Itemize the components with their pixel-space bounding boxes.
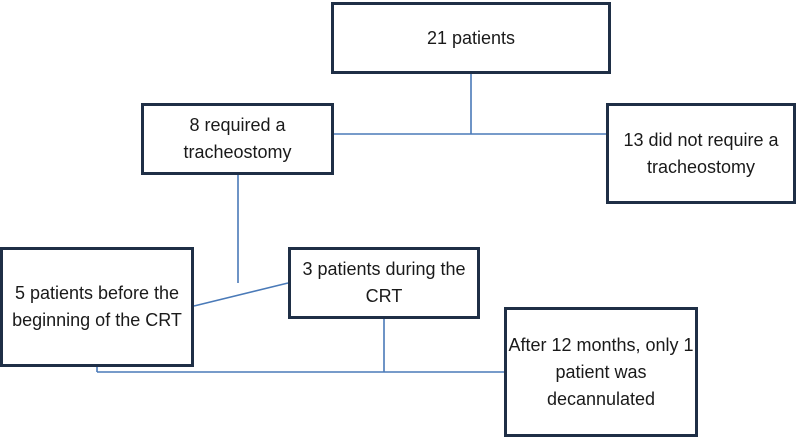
node-during-crt: 3 patients during the CRT: [288, 247, 480, 319]
node-total-label: 21 patients: [426, 27, 516, 48]
node-required-tracheostomy: 8 required a tracheostomy: [141, 103, 334, 175]
node-required-label: 8 required a tracheostomy: [183, 115, 292, 162]
node-before-crt-label: 5 patients before the beginning of the C…: [12, 283, 182, 330]
node-after-12-months: After 12 months, only 1 patient was deca…: [504, 307, 698, 437]
node-not-required-tracheostomy: 13 did not require a tracheostomy: [606, 103, 796, 204]
node-not-required-label: 13 did not require a tracheostomy: [623, 129, 779, 177]
connector-before-during: [193, 282, 289, 307]
node-total-patients: 21 patients: [331, 2, 611, 74]
node-after-12-months-label: After 12 months, only 1 patient was deca…: [508, 334, 694, 409]
node-during-crt-label: 3 patients during the CRT: [302, 259, 466, 306]
node-before-crt: 5 patients before the beginning of the C…: [0, 247, 194, 367]
